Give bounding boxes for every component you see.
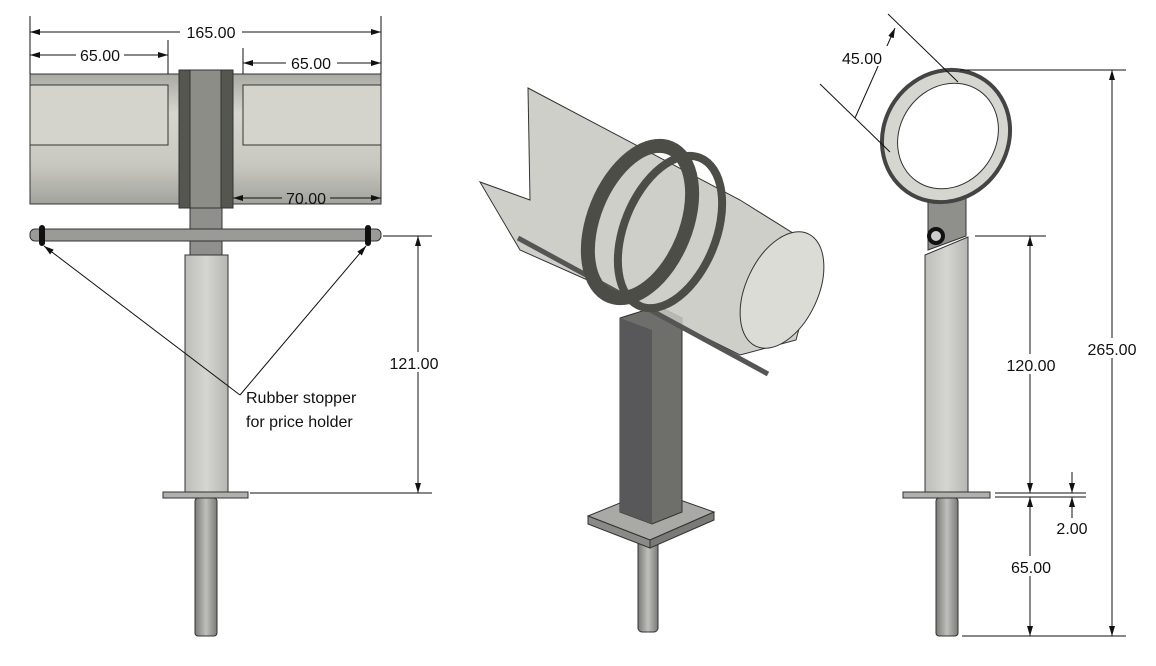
rubber-stopper-right xyxy=(365,225,371,246)
iso-collar-ring xyxy=(580,138,700,306)
dim-rod-length: 65.00 xyxy=(1011,560,1051,577)
dim-total-height: 265.00 xyxy=(1088,342,1137,359)
collar-band-right xyxy=(220,69,234,209)
callout-line-2: for price holder xyxy=(246,414,353,431)
dim-right-window: 65.00 xyxy=(291,56,331,73)
callout-line-1: Rubber stopper xyxy=(246,390,357,407)
right-window xyxy=(242,84,382,146)
side-post xyxy=(924,236,969,494)
dim-left-window: 65.00 xyxy=(80,48,120,65)
dim-post-height: 121.00 xyxy=(390,356,439,373)
side-base-plate xyxy=(902,491,991,499)
dim-ring-diameter: 45.00 xyxy=(842,51,882,68)
dim-overall-width: 165.00 xyxy=(187,25,236,42)
isometric-view xyxy=(478,87,825,633)
rubber-stopper-left xyxy=(39,225,45,246)
base-plate xyxy=(162,491,249,499)
iso-tube-end xyxy=(739,231,825,349)
side-view: 265.00 120.00 2.00 65.00 45.00 xyxy=(819,13,1144,637)
side-stopper xyxy=(927,227,945,245)
price-holder-bar xyxy=(29,228,382,242)
ground-rod xyxy=(194,497,218,637)
dim-collar-to-end: 70.00 xyxy=(286,191,326,208)
collar-band-left xyxy=(178,69,191,209)
dim-post-height-side: 120.00 xyxy=(1007,358,1056,375)
post xyxy=(184,254,229,494)
dim-plate-thickness: 2.00 xyxy=(1056,521,1087,538)
front-view: 165.00 65.00 65.00 70.00 121.00 Rubber s… xyxy=(29,16,446,637)
left-window xyxy=(29,84,169,146)
side-ground-rod xyxy=(935,497,959,637)
